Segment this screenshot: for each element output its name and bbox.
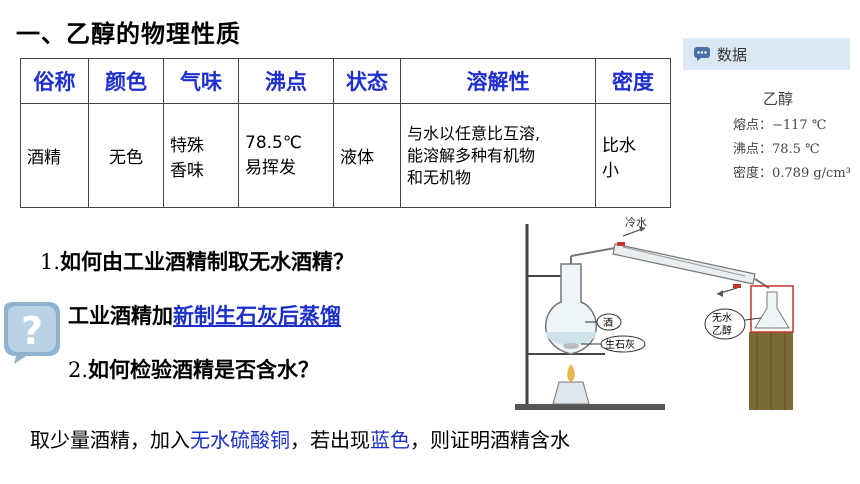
cell-odor-line1: 特殊 [170,135,204,156]
header-density: 密度 [595,58,671,104]
data-melting: 熔点：−117 ℃ [733,118,827,133]
page-title: 一、乙醇的物理性质 [16,20,241,48]
answer-2-part3: ，则证明酒精含水 [410,428,570,452]
solubility-line3: 和无机物 [407,167,472,187]
table-header-row: 俗称 颜色 气味 沸点 状态 溶解性 密度 [20,58,671,104]
cell-odor: 特殊 香味 [163,103,239,208]
label-alcohol: 酒 [603,317,613,329]
answer-2-highlight-1: 无水硫酸铜 [190,428,290,452]
question-1: 1.如何由工业酒精制取无水酒精？ [40,246,354,276]
boiling-point-value: 78.5℃ [245,133,302,153]
solubility-line2: 能溶解多种有机物 [407,145,536,165]
solubility-line1: 与水以任意比互溶, [407,123,541,143]
question-2-text: 如何检验酒精是否含水？ [88,358,320,382]
data-panel-title: 数据 [717,46,748,64]
cell-common-name: 酒精 [20,103,89,208]
density-line1: 比水 [602,135,636,156]
table-row: 酒精 无色 特殊 香味 78.5℃ 易挥发 液体 与水以任意比互溶, 能溶解多种… [20,103,671,208]
question-1-number: 1. [40,250,61,274]
density-line2: 小 [602,160,619,181]
answer-1-prefix: 工业酒精加 [68,304,173,328]
header-color: 颜色 [88,58,164,104]
label-cold-water: 冷水 [625,216,647,229]
cell-boiling-point: 78.5℃ 易挥发 [238,103,334,208]
answer-2: 取少量酒精，加入无水硫酸铜，若出现蓝色，则证明酒精含水 [30,424,570,453]
cell-density: 比水 小 [595,103,671,208]
label-quicklime: 生石灰 [605,338,635,351]
question-2-number: 2. [68,358,89,382]
question-mark-icon: ? [4,302,60,364]
data-panel: 数据 乙醇 熔点：−117 ℃ 沸点：78.5 ℃ 密度：0.789 g/cm³ [683,38,851,198]
header-boiling-point: 沸点 [238,58,334,104]
cell-solubility: 与水以任意比互溶, 能溶解多种有机物 和无机物 [400,103,596,208]
header-common-name: 俗称 [20,58,89,104]
answer-2-highlight-2: 蓝色 [370,428,410,452]
header-state: 状态 [333,58,401,104]
question-2: 2.如何检验酒精是否含水？ [68,354,319,384]
distillation-apparatus-diagram: 冷水 酒 生石灰 无水 乙醇 [515,216,794,410]
data-density: 密度：0.789 g/cm³ [733,166,851,181]
label-product-line1: 无水 [712,312,732,324]
label-product-line2: 乙醇 [712,324,732,337]
properties-table: 俗称 颜色 气味 沸点 状态 溶解性 密度 酒精 无色 特殊 香味 78.5℃ … [20,58,671,208]
cell-color: 无色 [88,103,164,208]
data-substance: 乙醇 [763,90,794,108]
cell-state: 液体 [333,103,401,208]
answer-2-part1: 取少量酒精，加入 [30,428,190,452]
answer-1: 工业酒精加新制生石灰后蒸馏 [68,300,341,330]
svg-text:?: ? [21,309,43,353]
answer-1-highlight[interactable]: 新制生石灰后蒸馏 [173,304,341,328]
data-boiling: 沸点：78.5 ℃ [733,142,820,157]
boiling-point-note: 易挥发 [245,158,296,178]
header-solubility: 溶解性 [400,58,596,104]
data-panel-header: 数据 [683,38,850,70]
answer-2-part2: ，若出现 [290,428,370,452]
cell-odor-line2: 香味 [170,160,204,181]
chat-bubble-icon [694,47,710,61]
header-odor: 气味 [163,58,239,104]
question-1-text: 如何由工业酒精制取无水酒精？ [60,250,355,274]
